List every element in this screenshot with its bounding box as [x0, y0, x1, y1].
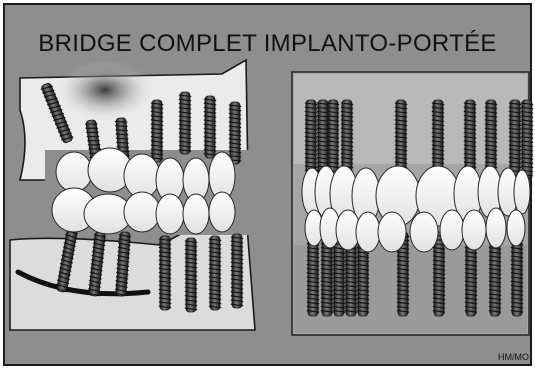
left-upper-implant [204, 96, 216, 158]
left-lower-implant [185, 238, 197, 312]
left-lower-crown [183, 194, 209, 234]
left-panel-lateral-view [10, 60, 255, 330]
right-upper-implant [521, 100, 533, 178]
right-lower-crown [462, 210, 486, 250]
right-lower-crown [486, 208, 506, 248]
illustration-title: BRIDGE COMPLET IMPLANTO-PORTÉE [0, 30, 535, 58]
right-lower-crown [507, 210, 525, 246]
left-upper-implant [229, 102, 241, 164]
right-lower-crown [410, 212, 438, 252]
right-panel-frontal-view [292, 72, 533, 335]
left-lower-crown [209, 192, 235, 232]
left-upper-implant [179, 92, 191, 154]
right-upper-implant [509, 100, 521, 178]
left-upper-crown [56, 152, 92, 192]
left-lower-implant [231, 234, 243, 308]
illustrator-credit: HM/MO [498, 352, 529, 362]
right-upper-implant [305, 100, 317, 178]
maxillary-sinus [57, 60, 153, 120]
right-lower-crown [440, 210, 464, 250]
left-upper-crown [124, 154, 160, 198]
right-lower-crown [378, 212, 406, 252]
left-lower-implant [159, 236, 171, 310]
right-upper-crown [514, 170, 530, 214]
right-lower-crown [356, 212, 380, 252]
left-upper-implant [151, 100, 163, 162]
left-lower-crown [124, 192, 160, 232]
left-lower-crown [156, 194, 184, 234]
left-lower-implant [209, 236, 221, 310]
